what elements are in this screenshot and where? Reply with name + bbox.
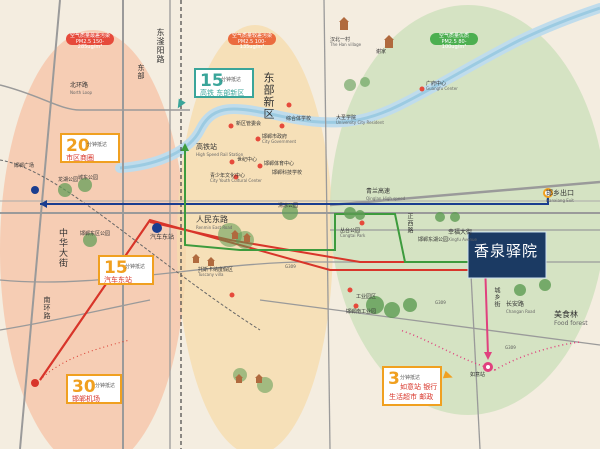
route-pink-dotted (494, 341, 581, 371)
place-chengdong: 城东公园 (78, 175, 99, 181)
callout-minutes: 15 (200, 71, 224, 91)
bus-station-marker (152, 223, 162, 233)
place-xinjian: 邯郸东湖公园 (418, 237, 449, 243)
road-label-zhonghua: 中华大街 (57, 228, 67, 268)
place-xishan: 龙湖公园 (58, 177, 79, 183)
callout-bus-station: 15 分钟抵达 汽车东站 (98, 255, 154, 285)
parks (58, 77, 551, 393)
airport-marker (31, 379, 39, 387)
callout-city-center: 20 分钟抵达 市区商圈 (60, 133, 120, 163)
place-zonghe: 综合体学校 (286, 116, 312, 122)
road-label-dongfu: 东滏阳路 (156, 28, 165, 64)
place-xieyuan: 谢家 (376, 49, 387, 55)
callout-unit: 分钟抵达 (95, 383, 116, 389)
place-chenxi: 邯郸东区公园 (80, 231, 111, 237)
district-label-east: 东部新区 (262, 72, 275, 120)
east-air-quality-badge: 空气质量优质 PM2.5 80-100ug/m³ (430, 33, 478, 50)
project-block (468, 232, 546, 278)
village-houses (192, 17, 394, 383)
route-green (184, 150, 470, 263)
road-label-nanhuan: 南环路 (43, 296, 51, 320)
place-shiji: 世纪中心 (237, 157, 258, 163)
place-tiyu: 邯郸体育中心 (264, 161, 295, 167)
callout-destination: 高铁 东部新区 (200, 89, 245, 97)
callout-minutes: 15 (104, 258, 128, 278)
callout-destination: 汽车东站 (104, 276, 132, 284)
callout-unit: 分钟抵达 (221, 77, 242, 83)
center-air-quality-badge: 空气质量较差污染 PM2.5 100-135ug/m³ (228, 33, 276, 50)
place-bus-station: 汽车东站 (150, 234, 175, 241)
road-label-g309-a: G309 (285, 264, 296, 269)
place-xinqu: 新区管委会 (236, 121, 262, 127)
rail-branch (0, 159, 261, 331)
callout-destination: 邯郸机场 (72, 395, 100, 403)
road-label-g309-c: G309 (505, 345, 516, 350)
center-zone-shape (177, 25, 333, 449)
callout-unit: 分钟抵达 (125, 264, 146, 270)
callout-unit: 分钟抵达 (87, 142, 108, 148)
road-label-chengjiang: 城乡街 (493, 287, 500, 308)
west-air-quality-badge: 空气质量最差污染 PM2.5 150-285ug/m³ (66, 33, 114, 50)
callout-destination-line1: 如意站 银行 (400, 383, 438, 391)
place-tiyu2: 邯郸科技学校 (272, 170, 303, 176)
road-label-zhengxi: 正西路 (406, 213, 413, 234)
callout-shopping: 3 分钟抵达 如意站 银行 生活超市 邮政 (382, 366, 442, 406)
callout-unit: 分钟抵达 (400, 375, 421, 381)
zhonghua-station-marker (31, 186, 39, 194)
road-label-g309-b: G309 (435, 300, 446, 305)
callout-minutes: 20 (66, 136, 90, 156)
route-green-arrow (181, 143, 189, 151)
place-ruyi: 如意站 (470, 372, 486, 378)
place-gongye: 工业园区 (356, 294, 377, 300)
place-nan-gongye: 邯郸南工业园 (346, 309, 377, 315)
callout-east-district: 15 分钟抵达 高铁 东部新区 (194, 68, 254, 98)
route-pink-arrow (484, 352, 492, 360)
place-qingjian: 清凉公园 (278, 203, 299, 209)
callout-airport: 30 分钟抵达 邯郸机场 (66, 374, 122, 404)
callout-destination-line2: 生活超市 邮政 (389, 393, 434, 401)
exit-marker (543, 188, 553, 198)
project-name: 香泉驿院 (474, 242, 539, 260)
callout-destination: 市区商圈 (66, 154, 94, 162)
callout-minutes: 3 (388, 369, 400, 389)
callout-minutes: 30 (72, 377, 96, 397)
river-core (119, 6, 600, 170)
road-label-dongbu: 东部 (137, 64, 145, 80)
place-yuandang: 邯郸广场 (14, 163, 35, 169)
poi-pins (228, 86, 425, 309)
route-blue-arrow (40, 200, 47, 208)
